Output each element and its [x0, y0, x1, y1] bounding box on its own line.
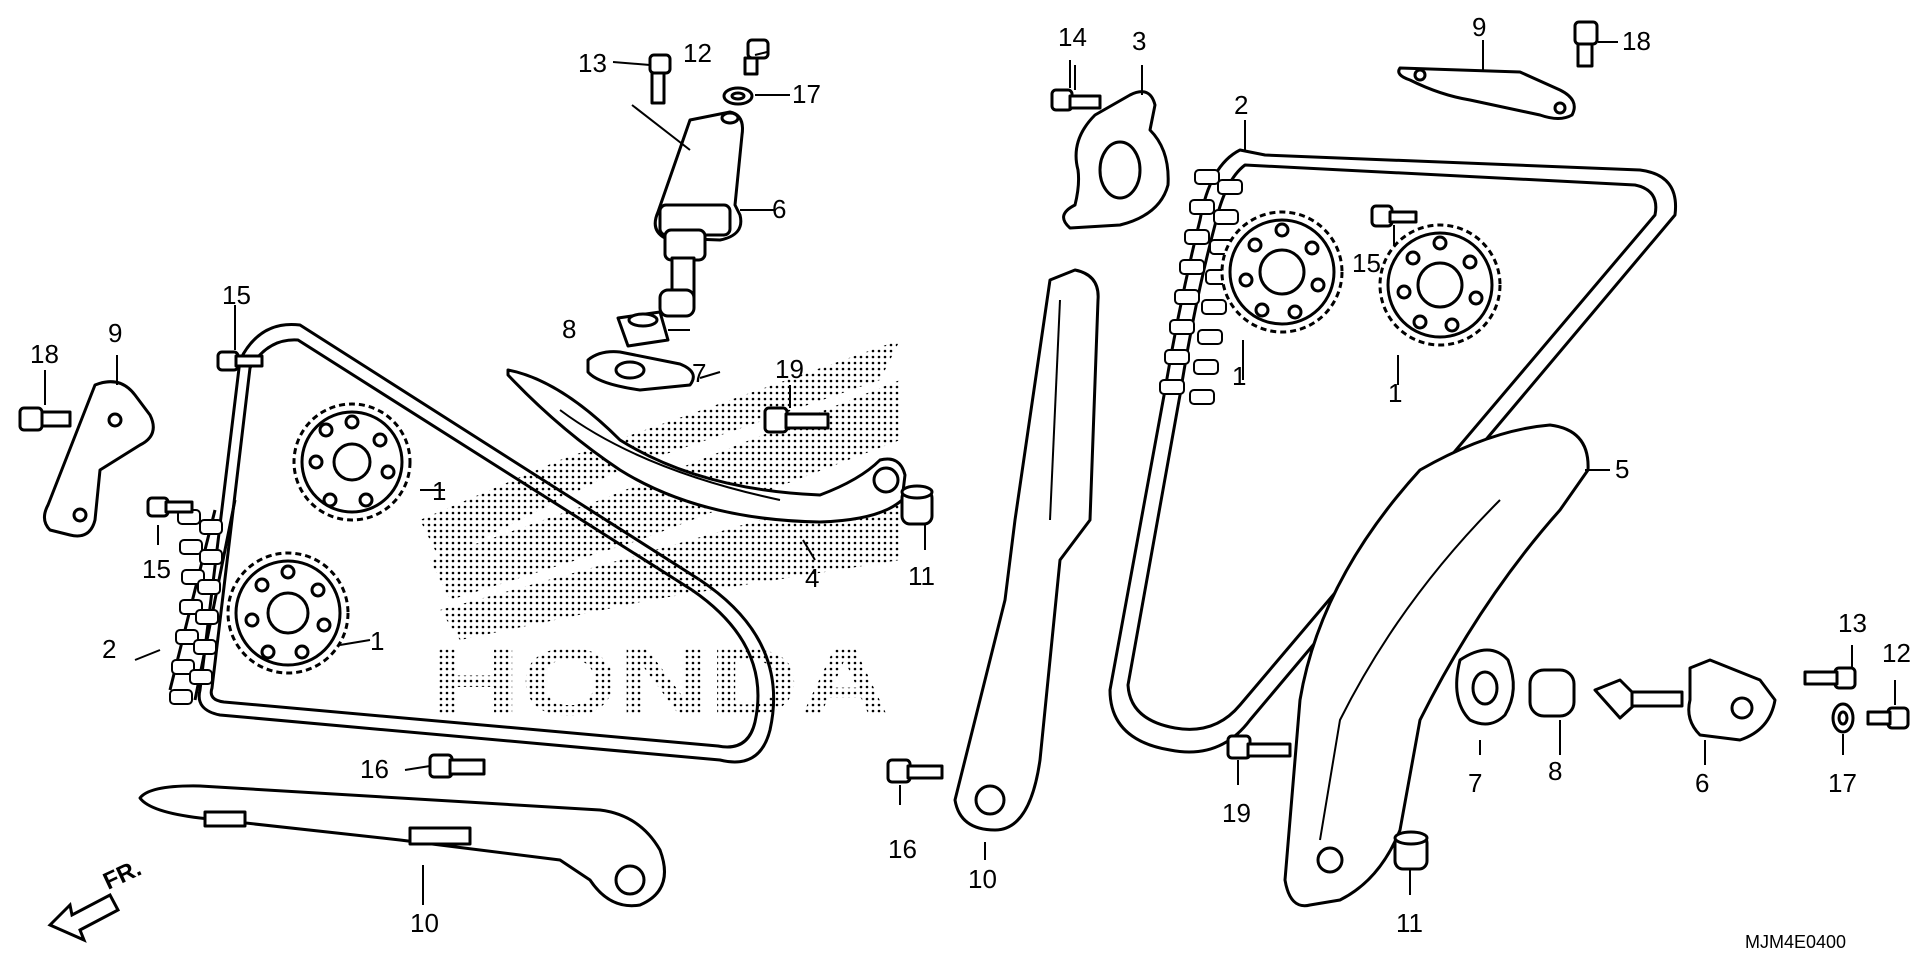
callout-label: 1	[370, 626, 384, 656]
chain-guide-left	[138, 784, 666, 908]
callout-label: 16	[360, 754, 389, 784]
callout-label: 8	[562, 314, 576, 344]
callout-label: 19	[1222, 798, 1251, 828]
tensioner-cap-8-left	[616, 310, 670, 348]
callout-label: 13	[578, 48, 607, 78]
cam-sprocket-upper-left	[292, 402, 412, 522]
honda-watermark-logo: HONDA	[420, 340, 900, 736]
callout-label: 7	[692, 358, 706, 388]
callout-label: 1	[1388, 378, 1402, 408]
cam-sprocket-lower-left	[226, 551, 350, 675]
tensioner-cap-8-right	[1528, 668, 1576, 718]
callout-label: 7	[1468, 768, 1482, 798]
callout-label: 15	[142, 554, 171, 584]
callout-label: 11	[908, 561, 935, 591]
callout-label: 12	[683, 38, 712, 68]
collar-11-right	[1393, 830, 1429, 871]
callout-label: 9	[108, 318, 122, 348]
callout-label: 14	[1058, 22, 1087, 52]
bolt-13-left	[648, 53, 672, 105]
diagram-code: MJM4E0400	[1745, 932, 1846, 952]
callout-label: 10	[410, 908, 439, 938]
tensioner-right	[1593, 658, 1777, 742]
bolt-19-left	[763, 406, 830, 434]
bolt-18-left	[18, 406, 72, 432]
bolt-16-left	[428, 753, 486, 779]
bolt-15-upper-left	[216, 350, 264, 372]
callout-label: 19	[775, 354, 804, 384]
callout-label: 16	[888, 834, 917, 864]
callout-label: 18	[1622, 26, 1651, 56]
callout-labels: 1 1 1 1 2 2 3 4 5 6 6 7 7 8 8 9 9 10 10 …	[30, 12, 1911, 938]
bracket-right	[1397, 66, 1576, 120]
bolt-12-right	[1866, 706, 1910, 730]
gasket-3-right	[1062, 90, 1170, 230]
bolt-15-right	[1370, 204, 1418, 228]
callout-label: 6	[1695, 768, 1709, 798]
callout-label: 3	[1132, 26, 1146, 56]
bolt-14-right	[1050, 88, 1102, 112]
callout-label: 9	[1472, 12, 1486, 42]
callout-label: 2	[102, 634, 116, 664]
callout-label: 10	[968, 864, 997, 894]
gasket-7-right	[1455, 648, 1515, 726]
collar-11-left	[900, 484, 934, 526]
callout-label: 8	[1548, 756, 1562, 786]
watermark-text: HONDA	[430, 629, 890, 736]
gasket-7-left	[586, 350, 695, 392]
tensioner-guide-right	[1283, 423, 1590, 908]
bracket-left	[43, 380, 155, 538]
cam-sprocket-right-1	[1220, 210, 1344, 334]
callout-label: 15	[1352, 248, 1381, 278]
leader-lines	[44, 40, 1896, 905]
bolt-12-left	[743, 38, 770, 76]
bolt-15-lower-left	[146, 496, 194, 518]
bolt-19-right	[1226, 734, 1292, 760]
cam-chain-right	[1108, 148, 1678, 754]
callout-label: 5	[1615, 454, 1629, 484]
callout-label: 12	[1882, 638, 1911, 668]
callout-label: 15	[222, 280, 251, 310]
callout-label: 11	[1396, 908, 1423, 938]
cam-chain-left	[168, 322, 776, 764]
bolt-16-right	[886, 758, 944, 784]
washer-17-left	[722, 86, 754, 106]
chain-guide-right	[953, 268, 1100, 832]
callout-label: 18	[30, 339, 59, 369]
callout-label: 4	[805, 563, 819, 593]
callout-label: 6	[772, 194, 786, 224]
callout-label: 17	[792, 79, 821, 109]
front-label: FR.	[99, 855, 145, 896]
washer-17-right	[1831, 702, 1855, 734]
bolt-18-right	[1573, 20, 1599, 68]
callout-label: 17	[1828, 768, 1857, 798]
callout-label: 13	[1838, 608, 1867, 638]
cam-sprocket-right-2	[1378, 223, 1502, 347]
tensioner-left	[653, 110, 744, 318]
tensioner-guide-left	[506, 368, 907, 524]
callout-label: 1	[1232, 361, 1246, 391]
bolt-13-right	[1803, 666, 1857, 690]
callout-label: 2	[1234, 90, 1248, 120]
front-arrow-icon: FR.	[47, 855, 146, 943]
callout-label: 1	[432, 476, 446, 506]
